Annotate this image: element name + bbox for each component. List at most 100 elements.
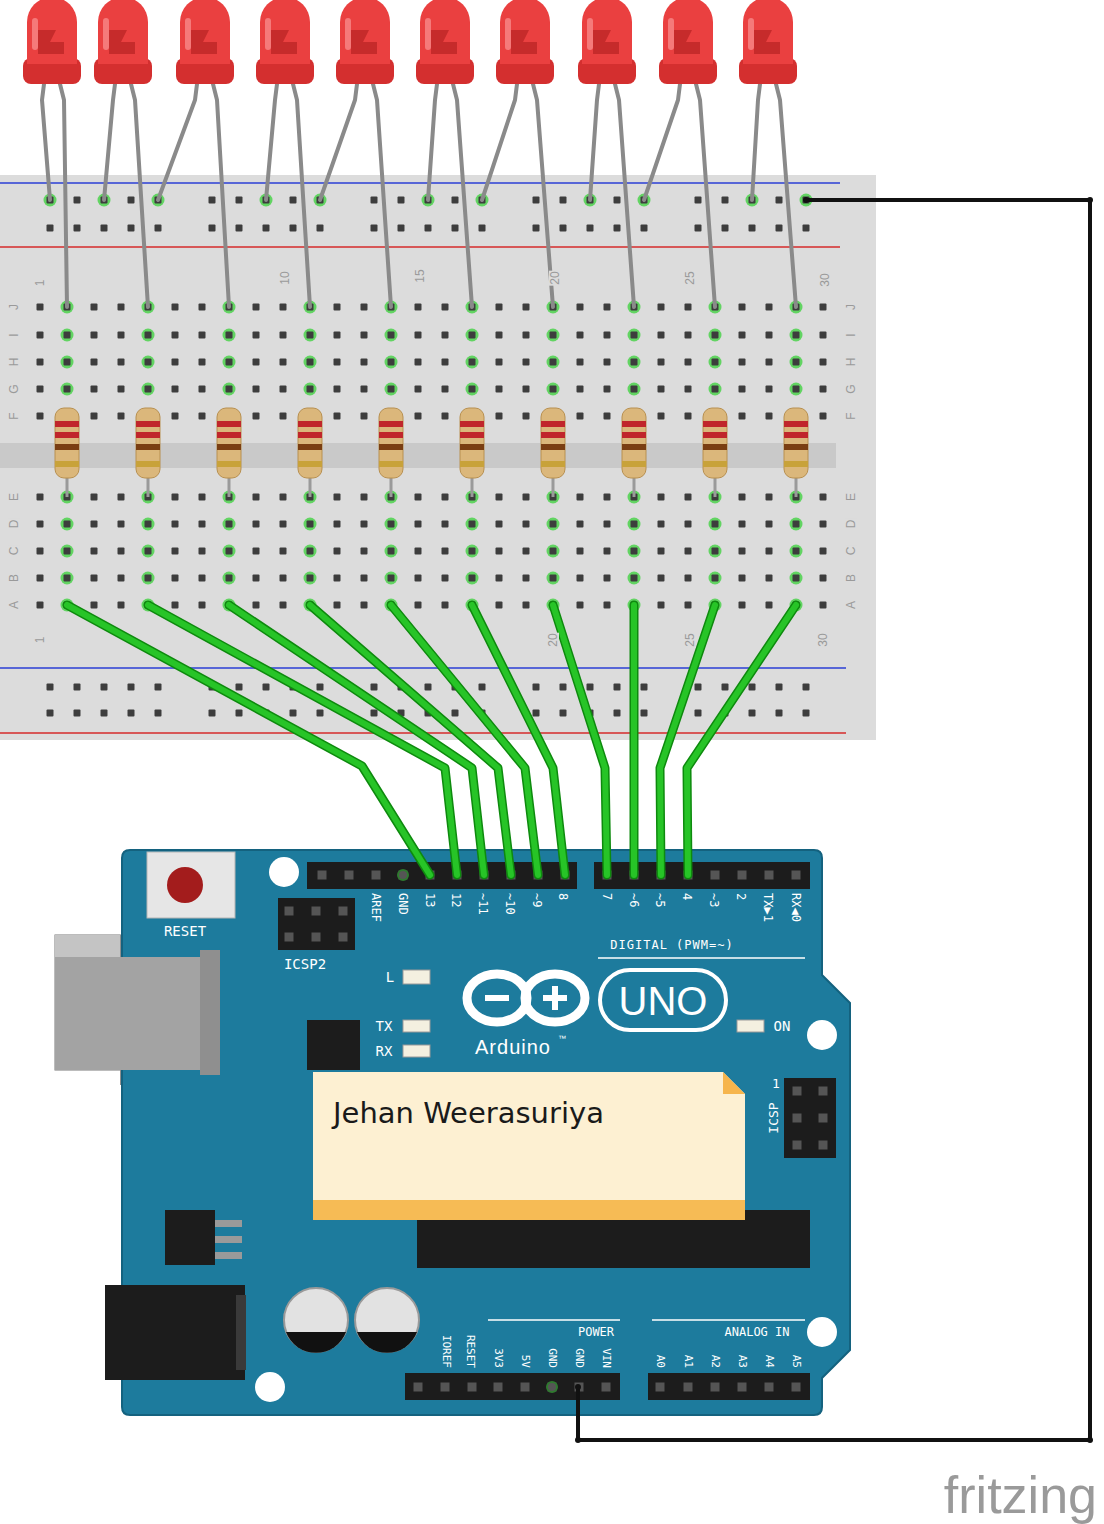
active-hole: [466, 572, 479, 585]
arduino-board-part: [403, 970, 430, 984]
active-hole: [709, 383, 722, 396]
breadboard-hole: [550, 332, 557, 339]
active-hole: [790, 383, 803, 396]
breadboard-hole: [91, 548, 98, 555]
breadboard-hole: [172, 304, 179, 311]
row-letter: F: [845, 411, 857, 420]
breadboard-hole: [172, 386, 179, 393]
pin-label: GND: [547, 1348, 558, 1368]
breadboard-hole: [280, 521, 287, 528]
breadboard-hole: [388, 332, 395, 339]
breadboard-hole: [37, 602, 44, 609]
led-leg: [42, 84, 50, 200]
breadboard-hole: [388, 521, 395, 528]
breadboard-hole: [155, 710, 162, 717]
breadboard-hole: [658, 332, 665, 339]
breadboard-hole: [91, 413, 98, 420]
breadboard-hole: [469, 332, 476, 339]
active-hole: [709, 518, 722, 531]
breadboard-hole: [766, 521, 773, 528]
watermark: fritzing: [944, 1469, 1097, 1521]
breadboard-hole: [577, 602, 584, 609]
breadboard-hole: [803, 197, 810, 204]
active-hole: [142, 572, 155, 585]
breadboard-hole: [550, 359, 557, 366]
breadboard-hole: [641, 225, 648, 232]
active-hole: [547, 329, 560, 342]
breadboard-hole: [128, 197, 135, 204]
arduino-board-part: [269, 857, 299, 887]
led-leg: [453, 84, 472, 307]
jumper-wire-outline: [472, 605, 565, 875]
breadboard-hole: [37, 521, 44, 528]
breadboard-hole: [793, 386, 800, 393]
led-anvil: [431, 30, 457, 54]
resistor-symbols: [55, 408, 808, 497]
breadboard-hole: [280, 413, 287, 420]
breadboard-hole: [614, 684, 621, 691]
led-leg: [213, 84, 229, 307]
breadboard-hole: [74, 710, 81, 717]
breadboard-hole: [766, 575, 773, 582]
breadboard-hole: [415, 602, 422, 609]
led-highlight: [668, 18, 674, 50]
active-hole: [709, 356, 722, 369]
led-highlight: [505, 18, 511, 50]
arduino-board-part: [236, 1295, 246, 1370]
resistor-body: [622, 408, 646, 478]
breadboard-hole: [577, 494, 584, 501]
breadboard-hole: [739, 575, 746, 582]
arduino-board-part: [488, 1319, 620, 1321]
breadboard-hole: [101, 225, 108, 232]
pin-label: 13: [424, 893, 436, 907]
led-highlight: [103, 18, 109, 50]
led-leg: [752, 84, 760, 200]
breadboard-hole: [334, 494, 341, 501]
pin-label: RESET: [465, 1335, 476, 1368]
breadboard-hole: [496, 494, 503, 501]
led-dome: [420, 0, 470, 64]
breadboard-hole: [550, 386, 557, 393]
breadboard-hole: [685, 521, 692, 528]
row-letter: I: [845, 332, 857, 337]
jumper-wire-outline: [553, 605, 607, 875]
breadboard-hole: [199, 521, 206, 528]
pin-highlight: [547, 1382, 557, 1392]
breadboard-hole: [604, 386, 611, 393]
pin-label: A3: [737, 1355, 748, 1368]
resistor-band: [298, 421, 322, 427]
row-letter: E: [8, 492, 20, 502]
breadboard-hole: [739, 494, 746, 501]
breadboard-hole: [614, 197, 621, 204]
jumper-wire: [67, 605, 430, 875]
breadboard-hole: [371, 710, 378, 717]
pin-label: ~9: [531, 893, 543, 907]
header-pin: [738, 1383, 747, 1392]
led-label: TX: [376, 1019, 393, 1033]
resistor-band: [136, 444, 160, 450]
breadboard-hole: [442, 304, 449, 311]
breadboard-hole: [226, 386, 233, 393]
active-hole: [142, 518, 155, 531]
wire-bend: [1087, 1437, 1093, 1443]
jumper-wire-outline: [310, 605, 511, 875]
breadboard-hole: [91, 575, 98, 582]
board-model: UNO: [619, 981, 708, 1021]
jumper-wire-outline: [148, 605, 457, 875]
breadboard-hole: [101, 684, 108, 691]
header-pin: [494, 1383, 503, 1392]
arduino-board-part: [600, 970, 726, 1030]
breadboard-hole: [712, 521, 719, 528]
active-hole: [223, 329, 236, 342]
resistor-band: [55, 421, 79, 427]
breadboard-hole: [685, 575, 692, 582]
button-label: RESET: [164, 924, 206, 938]
breadboard-hole: [722, 225, 729, 232]
resistor-band: [379, 432, 403, 438]
active-hole: [466, 545, 479, 558]
led-leg: [158, 84, 197, 200]
jumper-wire: [148, 605, 457, 875]
active-hole: [61, 383, 74, 396]
breadboard-hole: [280, 575, 287, 582]
led-leg: [696, 84, 715, 307]
